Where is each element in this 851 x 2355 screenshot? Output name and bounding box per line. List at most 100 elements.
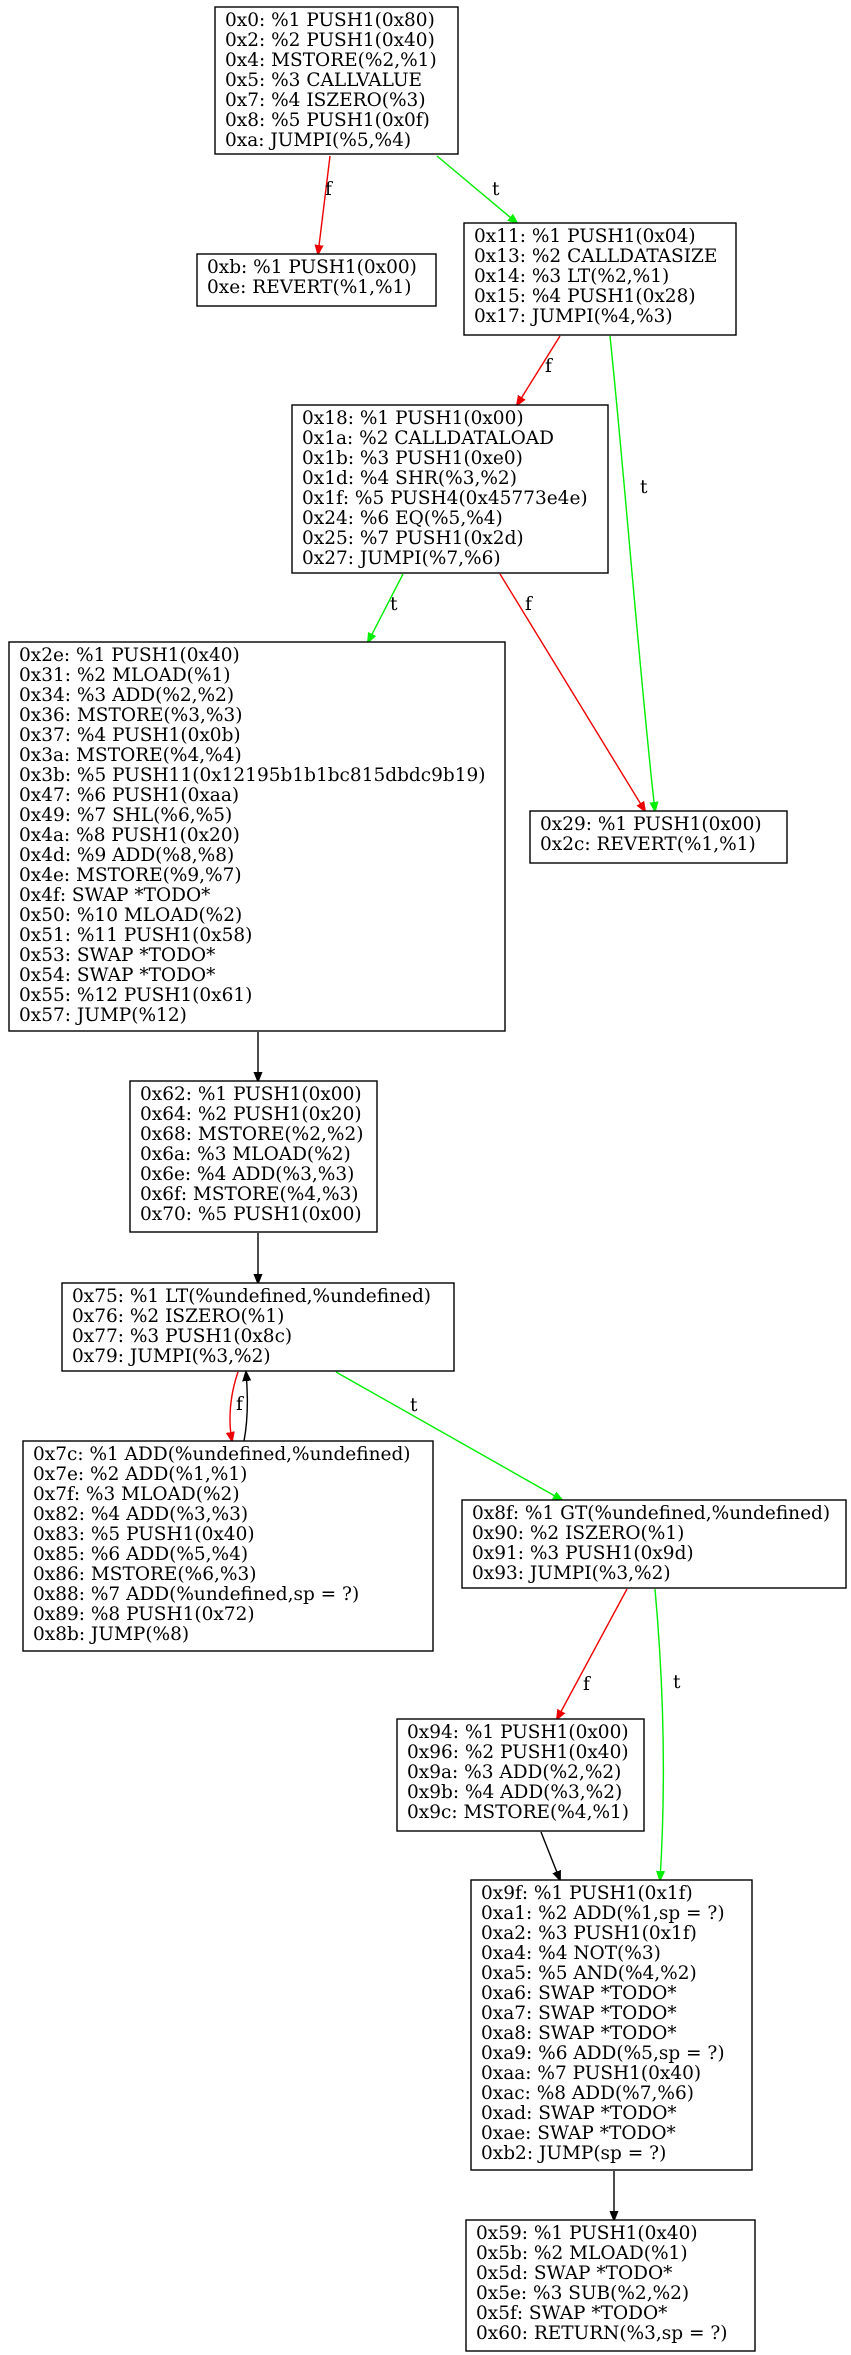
instruction-line: 0x15: %4 PUSH1(0x28) xyxy=(474,286,696,307)
instruction-line: 0x88: %7 ADD(%undefined,sp = ?) xyxy=(33,1584,359,1605)
edge-n75-to-n7c xyxy=(230,1371,239,1441)
instruction-line: 0xa2: %3 PUSH1(0x1f) xyxy=(481,1923,697,1944)
edge-n11-to-n18 xyxy=(517,335,561,405)
edge-label-true: t xyxy=(410,1395,418,1416)
basic-block-box xyxy=(196,253,437,307)
instruction-line: 0x11: %1 PUSH1(0x04) xyxy=(474,226,696,247)
instruction-line: 0x34: %3 ADD(%2,%2) xyxy=(19,685,234,706)
nodes-layer: 0x0: %1 PUSH1(0x80)0x2: %2 PUSH1(0x40)0x… xyxy=(8,6,847,2352)
edge-n8f-to-n94 xyxy=(557,1588,628,1719)
instruction-line: 0xe: REVERT(%1,%1) xyxy=(207,277,412,298)
instruction-line: 0x8f: %1 GT(%undefined,%undefined) xyxy=(472,1503,830,1524)
basic-block-box xyxy=(61,1282,455,1372)
instruction-line: 0x9a: %3 ADD(%2,%2) xyxy=(407,1762,621,1783)
basic-block-box xyxy=(465,2219,756,2352)
basic-block-box xyxy=(214,6,459,155)
edge-n0-to-n11 xyxy=(436,155,517,223)
instruction-line: 0x8: %5 PUSH1(0x0f) xyxy=(225,110,430,131)
instruction-line: 0xb: %1 PUSH1(0x00) xyxy=(207,257,417,278)
instruction-line: 0x57: JUMP(%12) xyxy=(19,1005,187,1026)
basic-block-box xyxy=(8,641,506,1032)
instruction-line: 0x91: %3 PUSH1(0x9d) xyxy=(472,1543,694,1564)
instruction-line: 0x93: JUMPI(%3,%2) xyxy=(472,1563,671,1584)
instruction-line: 0x29: %1 PUSH1(0x00) xyxy=(540,814,762,835)
instruction-line: 0x2e: %1 PUSH1(0x40) xyxy=(19,645,240,666)
instruction-line: 0x24: %6 EQ(%5,%4) xyxy=(302,508,503,529)
instruction-line: 0x9b: %4 ADD(%3,%2) xyxy=(407,1782,622,1803)
instruction-line: 0xa9: %6 ADD(%5,sp = ?) xyxy=(481,2043,725,2064)
edge-n94-to-n9f xyxy=(540,1831,560,1880)
edge-n7c-to-n75 xyxy=(244,1372,247,1442)
instruction-line: 0x83: %5 PUSH1(0x40) xyxy=(33,1524,255,1545)
basic-block-n7c: 0x7c: %1 ADD(%undefined,%undefined)0x7e:… xyxy=(22,1440,434,1652)
basic-block-n11: 0x11: %1 PUSH1(0x04)0x13: %2 CALLDATASIZ… xyxy=(463,222,737,336)
instruction-line: 0x5: %3 CALLVALUE xyxy=(225,70,422,91)
instruction-line: 0x60: RETURN(%3,sp = ?) xyxy=(476,2323,728,2344)
edge-label-false: f xyxy=(325,179,333,200)
instruction-line: 0x3a: MSTORE(%4,%4) xyxy=(19,745,242,766)
basic-block-box xyxy=(470,1879,753,2171)
instruction-line: 0x89: %8 PUSH1(0x72) xyxy=(33,1604,255,1625)
edge-label-false: f xyxy=(545,356,553,377)
instruction-line: 0x68: MSTORE(%2,%2) xyxy=(140,1124,363,1145)
instruction-line: 0x7: %4 ISZERO(%3) xyxy=(225,90,426,111)
instruction-line: 0x7c: %1 ADD(%undefined,%undefined) xyxy=(33,1444,411,1465)
instruction-line: 0x5b: %2 MLOAD(%1) xyxy=(476,2243,688,2264)
instruction-line: 0x27: JUMPI(%7,%6) xyxy=(302,548,501,569)
instruction-line: 0x49: %7 SHL(%6,%5) xyxy=(19,805,232,826)
instruction-line: 0xaa: %7 PUSH1(0x40) xyxy=(481,2063,701,2084)
instruction-line: 0xac: %8 ADD(%7,%6) xyxy=(481,2083,694,2104)
instruction-line: 0x13: %2 CALLDATASIZE xyxy=(474,246,717,267)
instruction-line: 0x3b: %5 PUSH11(0x12195b1b1bc815dbdc9b19… xyxy=(19,765,486,786)
instruction-line: 0xb2: JUMP(sp = ?) xyxy=(481,2143,666,2164)
instruction-line: 0xad: SWAP *TODO* xyxy=(481,2103,677,2124)
instruction-line: 0x7e: %2 ADD(%1,%1) xyxy=(33,1464,247,1485)
basic-block-box xyxy=(22,1440,434,1652)
instruction-line: 0x2: %2 PUSH1(0x40) xyxy=(225,30,435,51)
basic-block-n59: 0x59: %1 PUSH1(0x40)0x5b: %2 MLOAD(%1)0x… xyxy=(465,2219,756,2352)
instruction-line: 0x1b: %3 PUSH1(0xe0) xyxy=(302,448,523,469)
instruction-line: 0x50: %10 MLOAD(%2) xyxy=(19,905,242,926)
instruction-line: 0x79: JUMPI(%3,%2) xyxy=(72,1346,271,1367)
edge-n18-to-n29 xyxy=(499,573,645,811)
instruction-line: 0x14: %3 LT(%2,%1) xyxy=(474,266,669,287)
instruction-line: 0xa1: %2 ADD(%1,sp = ?) xyxy=(481,1903,725,1924)
instruction-line: 0xa: JUMPI(%5,%4) xyxy=(225,130,411,151)
instruction-line: 0xa7: SWAP *TODO* xyxy=(481,2003,677,2024)
basic-block-box xyxy=(461,1499,847,1589)
edge-label-false: f xyxy=(236,1394,244,1415)
basic-block-n29: 0x29: %1 PUSH1(0x00)0x2c: REVERT(%1,%1) xyxy=(529,810,788,864)
instruction-line: 0x0: %1 PUSH1(0x80) xyxy=(225,10,435,31)
instruction-line: 0x5e: %3 SUB(%2,%2) xyxy=(476,2283,689,2304)
basic-block-n75: 0x75: %1 LT(%undefined,%undefined)0x76: … xyxy=(61,1282,455,1372)
instruction-line: 0xa6: SWAP *TODO* xyxy=(481,1983,677,2004)
instruction-line: 0x4f: SWAP *TODO* xyxy=(19,885,210,906)
basic-block-box xyxy=(529,810,788,864)
instruction-line: 0x86: MSTORE(%6,%3) xyxy=(33,1564,256,1585)
instruction-line: 0x4a: %8 PUSH1(0x20) xyxy=(19,825,240,846)
instruction-line: 0x4: MSTORE(%2,%1) xyxy=(225,50,437,71)
instruction-line: 0x54: SWAP *TODO* xyxy=(19,965,215,986)
basic-block-n0b: 0xb: %1 PUSH1(0x00)0xe: REVERT(%1,%1) xyxy=(196,253,437,307)
instruction-line: 0x53: SWAP *TODO* xyxy=(19,945,215,966)
basic-block-box xyxy=(463,222,737,336)
edge-label-false: f xyxy=(583,1674,591,1695)
edge-label-true: t xyxy=(390,594,398,615)
instruction-line: 0x8b: JUMP(%8) xyxy=(33,1624,189,1645)
instruction-line: 0x94: %1 PUSH1(0x00) xyxy=(407,1722,629,1743)
instruction-line: 0x70: %5 PUSH1(0x00) xyxy=(140,1204,362,1225)
instruction-line: 0x31: %2 MLOAD(%1) xyxy=(19,665,230,686)
instruction-line: 0xa5: %5 AND(%4,%2) xyxy=(481,1963,697,1984)
instruction-line: 0x6f: MSTORE(%4,%3) xyxy=(140,1184,359,1205)
edge-n11-to-n29 xyxy=(609,335,655,811)
instruction-line: 0x7f: %3 MLOAD(%2) xyxy=(33,1484,240,1505)
instruction-line: 0x85: %6 ADD(%5,%4) xyxy=(33,1544,248,1565)
basic-block-n9f: 0x9f: %1 PUSH1(0x1f)0xa1: %2 ADD(%1,sp =… xyxy=(470,1879,753,2171)
basic-block-box xyxy=(396,1718,645,1832)
instruction-line: 0x47: %6 PUSH1(0xaa) xyxy=(19,785,239,806)
instruction-line: 0x6a: %3 MLOAD(%2) xyxy=(140,1144,351,1165)
instruction-line: 0x82: %4 ADD(%3,%3) xyxy=(33,1504,248,1525)
instruction-line: 0x75: %1 LT(%undefined,%undefined) xyxy=(72,1286,431,1307)
